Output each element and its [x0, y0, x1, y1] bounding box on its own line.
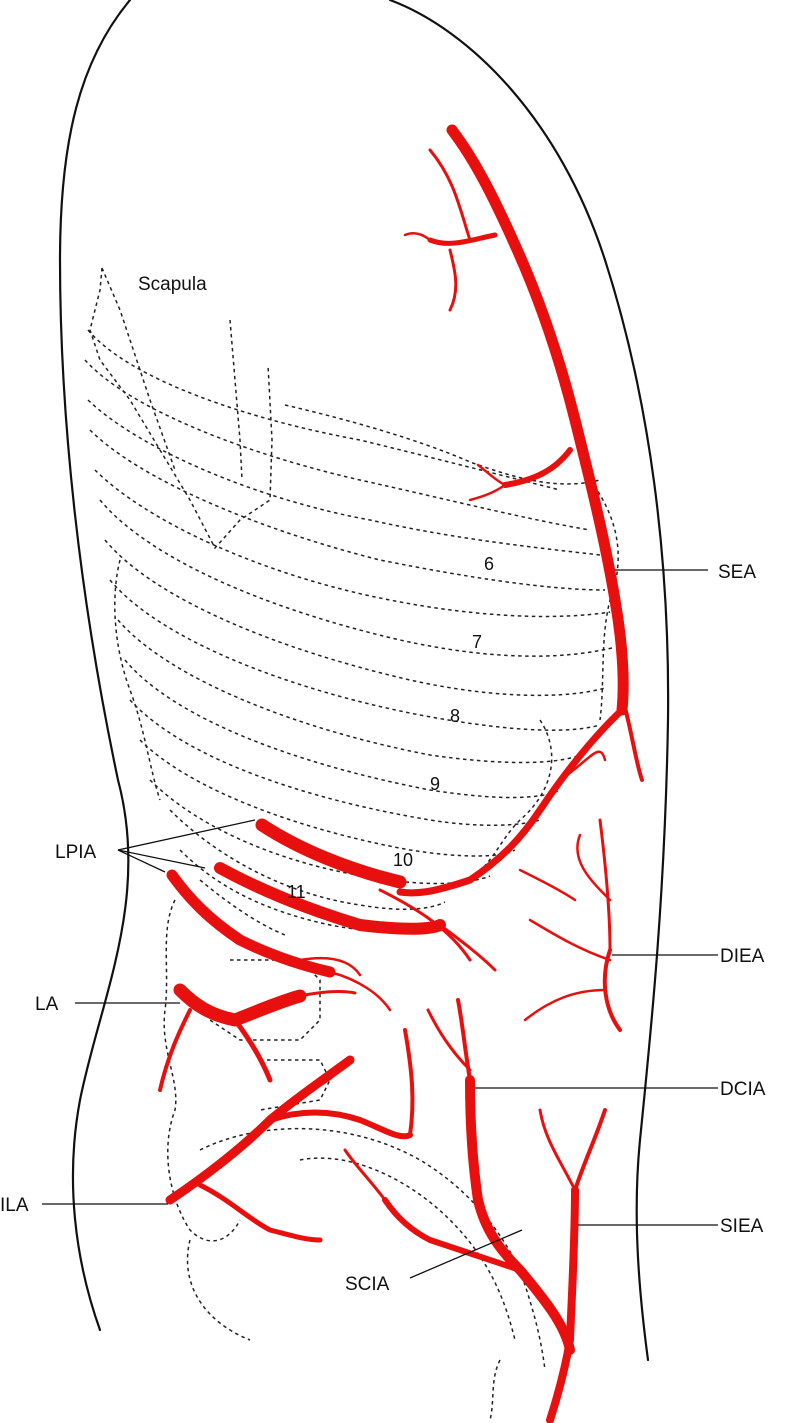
rib-number-9: 9: [430, 774, 440, 794]
rib-number-7: 7: [472, 632, 482, 652]
rib-number-11: 11: [287, 882, 306, 902]
scapula-outline: [89, 267, 273, 550]
rib-numbers: 6 7 8 9 10 11: [287, 554, 494, 902]
arteries: [158, 124, 644, 1423]
dcia-artery: [465, 1075, 575, 1355]
label-diea: DIEA: [720, 946, 765, 967]
siea-artery: [546, 1186, 579, 1423]
rib-cage: [84, 329, 619, 936]
leader-lines: [42, 569, 718, 1279]
diea-artery: [396, 706, 626, 897]
la-artery: [173, 983, 307, 1027]
label-dcia: DCIA: [720, 1079, 766, 1100]
rib-number-6: 6: [484, 554, 494, 574]
label-sea: SEA: [718, 562, 756, 583]
label-scia: SCIA: [345, 1274, 390, 1295]
lpia-artery-upper: [255, 818, 407, 889]
label-la: LA: [35, 994, 59, 1015]
sea-artery: [446, 124, 629, 716]
body-outline: [58, 0, 670, 1362]
label-siea: SIEA: [720, 1216, 764, 1237]
lpia-artery-middle: [214, 862, 446, 935]
artery-labels: Scapula SEA LPIA DIEA LA DCIA ILA SIEA S…: [0, 274, 766, 1295]
label-scapula: Scapula: [138, 274, 207, 295]
label-lpia: LPIA: [55, 842, 97, 863]
scia-artery: [382, 1197, 523, 1273]
label-ila: ILA: [0, 1195, 29, 1216]
rib-number-8: 8: [450, 706, 460, 726]
lpia-artery-lower: [166, 869, 336, 978]
rib-number-10: 10: [393, 850, 413, 870]
